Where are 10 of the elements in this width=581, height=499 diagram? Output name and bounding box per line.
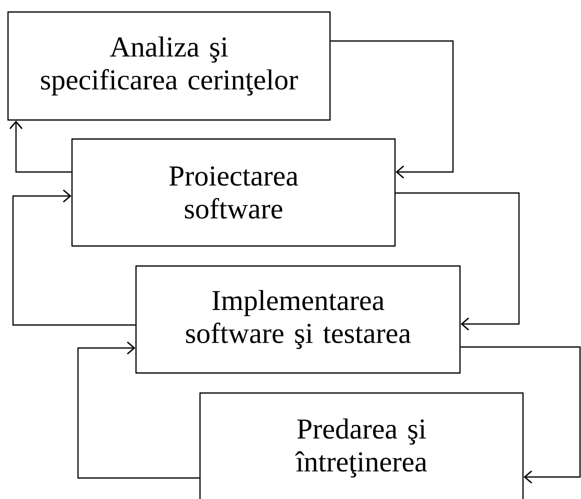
arrow: [77, 341, 200, 479]
process-box: Analiza şi specificarea cerinţelor: [7, 11, 331, 121]
arrow: [396, 192, 520, 331]
arrow: [12, 189, 136, 326]
process-box: Proiectarea software: [71, 138, 396, 247]
arrow: [9, 120, 72, 173]
arrow: [460, 346, 581, 484]
process-box: Implementarea software şi testarea: [135, 265, 461, 374]
arrow: [330, 40, 454, 179]
process-box: Predarea şi întreţinerea: [199, 392, 524, 499]
